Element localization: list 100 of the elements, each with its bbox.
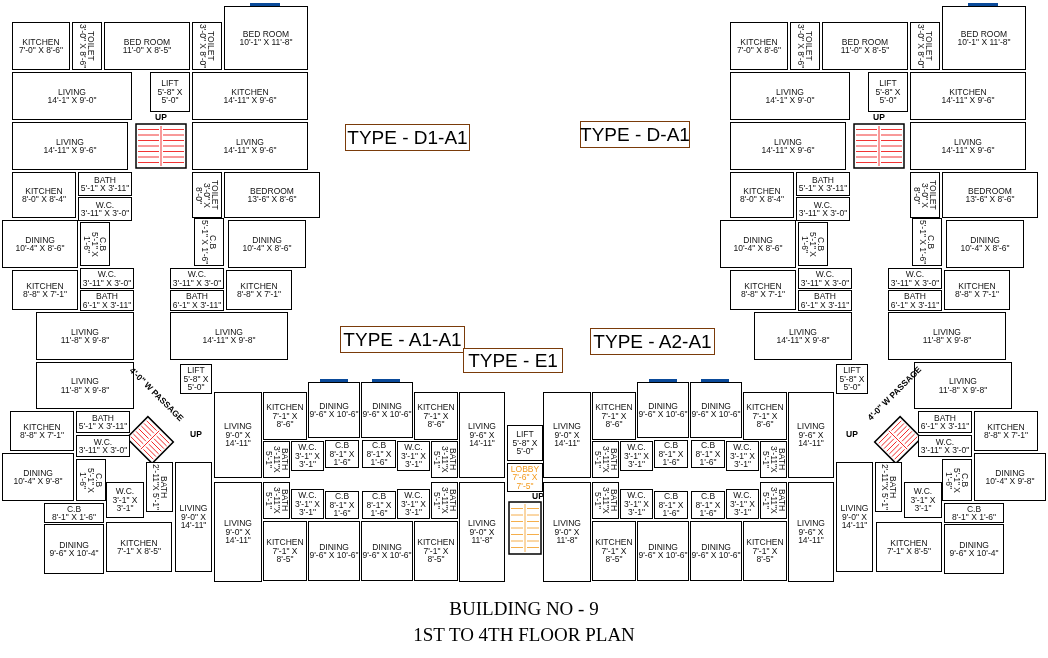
room [888,312,1006,360]
room-name: C.B [95,472,103,488]
room [876,522,942,572]
room-name: W.C. [404,443,423,452]
room [730,72,850,120]
room-size: 13'-6" X 8'-6" [965,195,1015,204]
room-name: C.B [371,492,387,501]
room-size: 9'-0" X 11'-8" [468,527,496,545]
room [397,441,430,471]
room-name: W.C. [93,437,113,446]
room-name: DINING [252,235,282,244]
room [224,172,320,218]
room [2,453,74,501]
room [12,172,76,218]
room [2,220,78,268]
room-size: 3'-11" X 3'-0" [82,278,132,287]
room [12,122,128,170]
room-name: KITCHEN [120,538,158,547]
room-size: 9'-6" X 10'-6" [309,410,359,419]
room [726,489,759,519]
type-label-box [463,348,563,373]
room [637,382,689,438]
room-size: 2'-11"X 5'-1" [880,464,889,510]
room [263,521,307,581]
room-name: C.B [700,492,716,501]
room-size: 14'-11" X 9'-6" [223,96,277,105]
room-size: 8'-1" X 1'-6" [51,513,97,522]
room-size: 8'-8" X 7'-1" [740,290,786,299]
room [291,489,324,519]
room [459,392,505,478]
room-name: DINING [372,542,402,551]
room [836,364,868,394]
room [72,22,102,70]
room-name: TOILET [211,180,219,210]
room-name: BED ROOM [960,29,1008,38]
room-size: 3'-1" X 3'-1" [623,451,650,469]
room-name: W.C. [935,437,955,446]
room [637,521,689,581]
room-size: 3'-1" X 3'-1" [294,451,321,469]
room-name: BED ROOM [123,37,171,46]
room [175,462,212,572]
room [875,462,902,512]
room-name: BATH [813,292,836,301]
room-name: KITCHEN [743,186,781,195]
room-size: 13'-6" X 8'-6" [247,195,297,204]
room-size: 3'-0" X 8'-6" [797,23,805,69]
room [170,312,288,360]
room-name: DINING [701,542,731,551]
room-size: 9'-6" X 10'-6" [638,410,688,419]
room [362,491,396,519]
room-size: 5'-1" X 3'-11" [78,422,128,431]
room-size: 7'-1" X 8'-5" [271,546,299,564]
room [946,220,1024,268]
room [10,411,74,451]
room-name: LIVING [215,327,243,336]
room-name: BATH [95,292,118,301]
room-size: 14'-11" X 9'-6" [223,146,277,155]
room-name: W.C. [187,270,207,279]
room-size: 14'-11" X 9'-8" [776,336,830,345]
room [459,482,505,582]
room-size: 8'-1" X 1'-6" [657,449,685,467]
room-name: LIFT [843,366,861,375]
room-name: LIFT [161,79,179,88]
room [868,72,908,112]
room-name: KITCHEN [23,422,61,431]
room [798,268,852,289]
room-size: 7'-1" X 8'-6" [271,411,299,429]
room [910,22,940,70]
room-size: 5'-1" X 3'-11" [798,184,848,193]
room-size: 7'-1" X 8'-5" [886,547,932,556]
room [691,491,725,519]
room-size: 10'-4" X 8'-6" [960,244,1010,253]
room-size: 3'-11"X 5'-1" [432,486,449,516]
room-size: 10'-1" X 11'-8" [957,38,1011,47]
room-name: TOILET [805,31,813,61]
room-size: 7'-1" X 8'-5" [422,546,450,564]
room-name: LIVING [71,377,99,386]
room-name: KITCHEN [595,403,633,412]
room [944,270,1010,310]
room-name: LOBBY [510,464,540,474]
room-size: 3'-0" X 8'-0" [913,181,929,210]
room [146,462,173,512]
room-name: LIVING [933,327,961,336]
room [414,392,458,440]
room-size: 3'-11"X 5'-1" [593,486,610,516]
room-name: W.C. [97,270,117,279]
room [654,440,688,468]
room-size: 10'-4" X 8'-6" [733,244,783,253]
room-name: C.B [371,441,387,450]
room-size: 8'-1" X 1'-6" [365,500,393,518]
room [836,462,873,572]
room-name: KITCHEN [740,37,778,46]
room-size: 9'-0" X 14'-11" [224,527,252,545]
room-name: BATH [93,175,116,184]
room-name: C.B [99,236,107,252]
room [12,270,78,310]
room-size: 9'-6" X 10'-4" [49,549,99,558]
room [620,441,653,471]
room-name: DINING [959,540,989,549]
room [730,270,796,310]
